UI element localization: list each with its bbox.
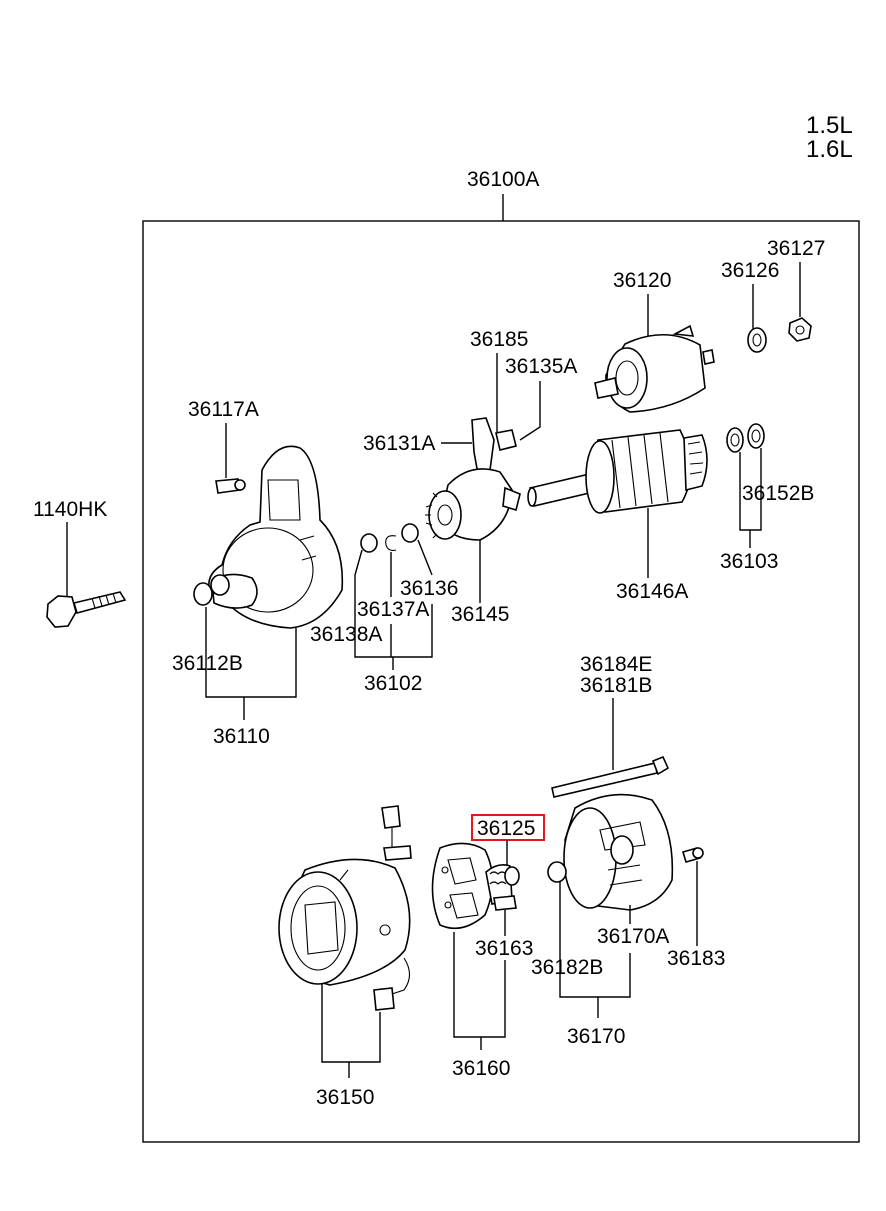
label-36183[interactable]: 36183 (667, 947, 725, 970)
engine-label-2: 1.6L (806, 136, 853, 163)
pinion-clutch-36145 (425, 468, 521, 541)
yoke-36150 (278, 805, 412, 1011)
label-36152B[interactable]: 36152B (742, 482, 814, 505)
highlight-box-36125 (471, 814, 545, 841)
label-36145[interactable]: 36145 (451, 603, 509, 626)
brush-holder-36160 (431, 842, 520, 930)
through-bolt-36181b (551, 755, 670, 798)
label-36150[interactable]: 36150 (316, 1086, 374, 1109)
label-36127[interactable]: 36127 (767, 237, 825, 260)
screw-36183 (682, 847, 704, 863)
bolt-1140hk (46, 591, 127, 628)
bushing-36182b (547, 861, 567, 883)
label-36137A[interactable]: 36137A (357, 598, 429, 621)
label-36185[interactable]: 36185 (470, 328, 528, 351)
screw-36117a (215, 478, 246, 494)
label-36102[interactable]: 36102 (364, 672, 422, 695)
washer-36152b-a (726, 427, 744, 453)
clip-36137a (385, 535, 397, 551)
label-36182B[interactable]: 36182B (531, 956, 603, 979)
label-36110[interactable]: 36110 (213, 725, 270, 748)
ring-36136 (401, 523, 419, 543)
ring-36138a (360, 533, 378, 553)
label-36103[interactable]: 36103 (720, 550, 778, 573)
engine-label-1: 1.5L (806, 112, 853, 139)
label-36117A[interactable]: 36117A (188, 398, 259, 421)
label-36163[interactable]: 36163 (475, 937, 533, 960)
label-36112B[interactable]: 36112B (172, 652, 243, 675)
label-36120[interactable]: 36120 (613, 269, 671, 292)
assembly-label[interactable]: 36100A (467, 168, 539, 191)
label-36170A[interactable]: 36170A (597, 925, 669, 948)
label-36170[interactable]: 36170 (567, 1025, 625, 1048)
label-36138A[interactable]: 36138A (310, 623, 382, 646)
washer-36152b-b (747, 423, 765, 449)
bushing-36112b (193, 582, 213, 606)
nut-36127 (788, 317, 812, 342)
armature-36146a (527, 429, 708, 514)
rear-cover-36170a (563, 793, 674, 911)
front-housing-36110 (208, 445, 344, 629)
lever-36131a (471, 417, 517, 476)
washer-36126 (747, 327, 767, 353)
label-36131A[interactable]: 36131A (363, 432, 435, 455)
label-1140HK[interactable]: 1140HK (33, 498, 107, 521)
label-36135A[interactable]: 36135A (505, 355, 577, 378)
label-36126[interactable]: 36126 (721, 259, 779, 282)
solenoid-36120 (594, 324, 715, 413)
label-36136[interactable]: 36136 (400, 577, 458, 600)
label-36160[interactable]: 36160 (452, 1057, 510, 1080)
label-36181B[interactable]: 36181B (580, 674, 652, 697)
assembly-frame (142, 220, 860, 1143)
label-36146A[interactable]: 36146A (616, 580, 688, 603)
label-36184E[interactable]: 36184E (580, 653, 652, 676)
label-36125[interactable]: 36125 (477, 817, 535, 840)
